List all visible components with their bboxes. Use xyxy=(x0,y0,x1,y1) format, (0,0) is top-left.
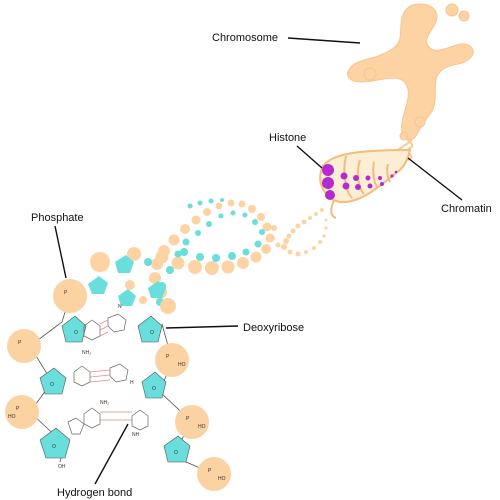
double-helix-beads xyxy=(88,198,281,313)
deoxyribose-ring xyxy=(137,315,163,343)
leader-lines xyxy=(54,37,463,485)
phosphorus-symbol: P xyxy=(166,354,170,360)
histone-sphere xyxy=(322,164,334,176)
hydroxyl-label: HO xyxy=(178,362,186,368)
phosphate-circle xyxy=(7,329,41,363)
deoxyribose-label: Deoxyribose xyxy=(243,322,304,334)
hydrogen-bond-leader-line xyxy=(94,423,129,485)
histone-sphere xyxy=(394,170,398,174)
dna-ladder: P P P P P P HO HO HO HO OH NH₂ NH₂ N NH … xyxy=(5,279,231,491)
oxygen-label: O xyxy=(52,444,56,450)
oxygen-label: O xyxy=(152,386,156,392)
chromosome-shape xyxy=(347,3,474,141)
phosphorus-symbol: P xyxy=(208,468,212,474)
oxygen-label: O xyxy=(74,330,78,336)
chromatin-label: Chromatin xyxy=(441,203,492,215)
histone-sphere xyxy=(378,176,382,180)
hydroxyl-label: HO xyxy=(8,414,16,420)
histone-sphere xyxy=(380,182,384,186)
histone-sphere xyxy=(365,175,371,181)
oxygen-label: O xyxy=(50,382,54,388)
chromatin-dotted-tail xyxy=(281,208,328,257)
phosphate-circle xyxy=(175,405,209,439)
histone-sphere xyxy=(355,184,361,190)
histone-sphere xyxy=(325,190,335,200)
histone-sphere xyxy=(322,177,334,189)
hydroxyl-label: HO xyxy=(218,476,226,482)
phosphate-circle xyxy=(5,395,39,429)
histone-label: Histone xyxy=(269,132,306,144)
amine-label: NH₂ xyxy=(100,400,109,406)
deoxyribose-leader-line xyxy=(165,325,239,329)
histone-sphere xyxy=(367,183,373,189)
histone-sphere xyxy=(342,182,350,190)
deoxyribose-ring xyxy=(141,371,167,399)
hydroxyl-label: OH xyxy=(58,464,66,470)
chromosome-label: Chromosome xyxy=(212,32,278,44)
phosphorus-symbol: P xyxy=(18,340,22,346)
histone-sphere xyxy=(390,174,394,178)
oxygen-label: O xyxy=(174,450,178,456)
phosphate-leader-line xyxy=(54,225,67,279)
histone-leader-line xyxy=(296,145,323,169)
chromosome-leader-line xyxy=(287,37,361,44)
phosphate-circle xyxy=(160,298,176,314)
phosphate-label: Phosphate xyxy=(31,212,84,224)
nh-label: NH xyxy=(132,432,140,438)
phosphate-circle xyxy=(197,457,231,491)
hydroxyl-label: HO xyxy=(198,424,206,430)
chromatin-coil xyxy=(319,148,412,219)
ring-h-label: H xyxy=(130,380,134,386)
chromatin-leader-line xyxy=(407,157,463,201)
histone-sphere xyxy=(340,172,348,180)
deoxyribose-ring xyxy=(163,435,191,463)
phosphate-circle xyxy=(53,279,87,313)
phosphorus-symbol: P xyxy=(64,290,68,296)
histone-sphere xyxy=(353,175,359,181)
imine-label: N xyxy=(118,304,122,310)
oxygen-label: O xyxy=(150,330,154,336)
deoxyribose-ring xyxy=(39,427,71,459)
hydrogen-bond-label: Hydrogen bond xyxy=(57,487,132,499)
histone-spheres xyxy=(322,164,398,200)
phosphorus-symbol: P xyxy=(16,406,20,412)
phosphorus-symbol: P xyxy=(186,416,190,422)
phosphate-circle xyxy=(155,343,189,377)
amine-label: NH₂ xyxy=(82,350,91,356)
deoxyribose-ring xyxy=(39,367,67,395)
deoxyribose-ring xyxy=(61,315,87,343)
